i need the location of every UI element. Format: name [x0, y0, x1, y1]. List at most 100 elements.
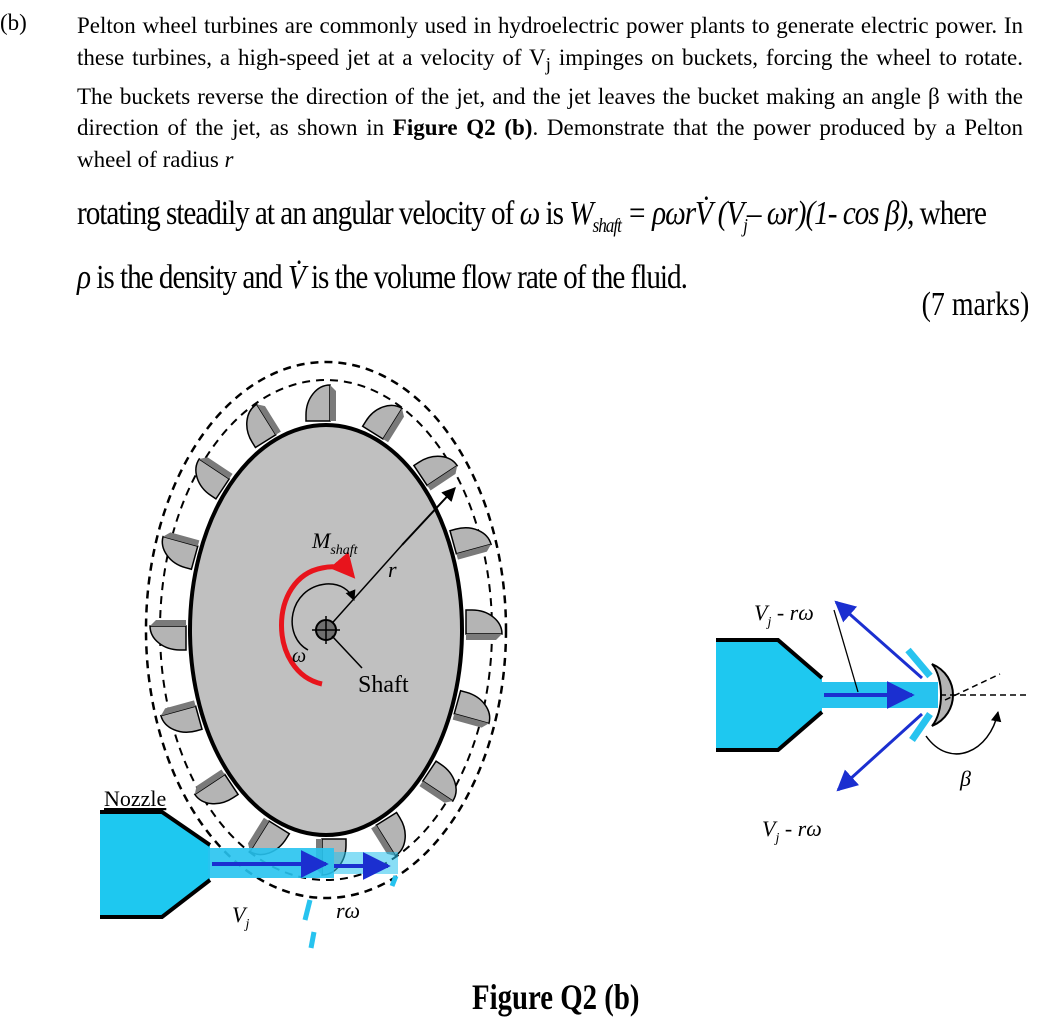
bucket-shape [361, 404, 404, 441]
vdot-symbol: V̇ [287, 258, 306, 296]
rho-symbol: ρ [77, 258, 91, 296]
detail-nozzle-outline-bottom [716, 710, 824, 752]
bucket-shape [246, 403, 277, 449]
rel-upper-rest: - rω [771, 600, 813, 625]
bucket [246, 403, 281, 449]
bucket-edge [371, 825, 396, 856]
detail-nozzle-outline-top [716, 638, 824, 680]
shaft-leader [331, 635, 363, 669]
angle-label: β [959, 766, 971, 791]
bucket-shape [449, 527, 492, 555]
question-label: (b) [0, 10, 27, 35]
bucket-edge [330, 385, 336, 421]
rel-velocity-lower-label: Vj - rω [762, 816, 822, 846]
bucket-shape [195, 457, 231, 500]
spray-drop-1 [302, 899, 313, 921]
jet-velocity-V: V [232, 902, 248, 927]
rel-lower-V: V [762, 816, 778, 841]
spray-drop-2 [308, 931, 317, 949]
bucket [452, 689, 491, 728]
power-expression-subscript: j [743, 214, 748, 237]
bucket-shape [193, 773, 240, 805]
eq-where: , where [907, 195, 987, 232]
jet-velocity-label: Vj [232, 902, 249, 932]
eq-line-1: rotating steadily at an angular velocity… [77, 195, 520, 232]
omega-arrow [291, 583, 356, 651]
bucket-shape [453, 689, 491, 725]
detail-rel-arrow-upper [834, 600, 923, 680]
omega-symbol: ω [519, 195, 541, 232]
moment-label: Mshaft [311, 528, 359, 558]
bucket-edge [256, 404, 281, 435]
bucket-edge [163, 532, 200, 547]
bucket-shape [421, 760, 457, 803]
shaft-label: Shaft [358, 672, 409, 698]
figure-reference: Figure Q2 (b) [392, 115, 533, 141]
moment-label-sub: shaft [330, 543, 358, 558]
nozzle [100, 812, 210, 917]
moment-label-M: M [311, 528, 332, 553]
bucket [419, 760, 457, 803]
nozzle-outline-bottom [100, 878, 212, 919]
equation-text: rotating steadily at an angular velocity… [77, 188, 987, 304]
bucket-shape [465, 609, 503, 635]
nozzle-outline-top [100, 810, 212, 847]
bucket-edge [150, 620, 186, 626]
detail-spray-lower [909, 712, 933, 742]
bucket [305, 384, 336, 422]
bucket [412, 455, 459, 491]
jet-velocity-sub: j [243, 917, 249, 932]
bucket-edge [248, 817, 270, 852]
bucket-shape [305, 384, 331, 422]
bucket [361, 404, 404, 443]
detail-leader-upper [833, 609, 859, 693]
bucket [160, 700, 203, 733]
bucket-shape [161, 535, 199, 571]
question-text: Pelton wheel turbines are commonly used … [77, 10, 1023, 175]
detail-spray-upper [905, 647, 933, 679]
question-text-part-2: impinges on buckets, forcing the wheel t… [77, 44, 1023, 141]
rel-upper-sub: j [765, 615, 771, 630]
bucket-edge [382, 408, 404, 443]
bucket [449, 527, 492, 560]
rel-lower-rest: - rω [779, 816, 821, 841]
bucket-shape [412, 455, 459, 487]
power-expression-2: – ωr)(1- cos β) [746, 195, 908, 232]
bucket-edge [452, 713, 489, 728]
bucket-shape [149, 625, 187, 651]
rel-velocity-upper-label: Vj - rω [754, 600, 814, 630]
bucket [195, 457, 233, 500]
outer-dashed-circle [144, 360, 508, 900]
eq-line-2: is the density and [90, 258, 288, 296]
question-text-part-3: . Demonstrate that the power produced by… [77, 115, 1023, 172]
moment-arrow-red [279, 551, 356, 687]
bucket-edge [194, 769, 225, 795]
detail-angle-line [944, 673, 1001, 701]
power-expression: = ρωrV̇ (V [620, 195, 744, 232]
detail-angle-arc [925, 710, 1002, 755]
power-symbol: W [569, 195, 593, 232]
nozzle-label: Nozzle [104, 786, 166, 811]
bucket [193, 769, 240, 805]
eq-line-2b: is the volume flow rate of the fluid. [304, 258, 688, 296]
marks: (7 marks) [921, 286, 1029, 323]
radius-arrow [401, 486, 456, 546]
radius-label: r [388, 557, 397, 582]
detail-nozzle [716, 640, 822, 750]
jet-velocity-subscript: j [545, 54, 551, 76]
spray-drop-3 [389, 875, 399, 887]
figure-caption: Figure Q2 (b) [472, 977, 640, 1017]
radius-line [325, 544, 403, 631]
bucket-edge [466, 634, 502, 640]
bucket-shape [160, 705, 203, 733]
omega-label: ω [292, 645, 306, 667]
detail-rel-arrow-lower [836, 712, 924, 792]
bucket-edge [456, 544, 492, 560]
bucket-edge [427, 465, 458, 491]
radius-symbol: r [224, 146, 234, 172]
bucket-edge [419, 781, 453, 803]
rel-upper-V: V [754, 600, 770, 625]
bucket-edge [199, 457, 233, 479]
bucket-group [149, 384, 503, 876]
